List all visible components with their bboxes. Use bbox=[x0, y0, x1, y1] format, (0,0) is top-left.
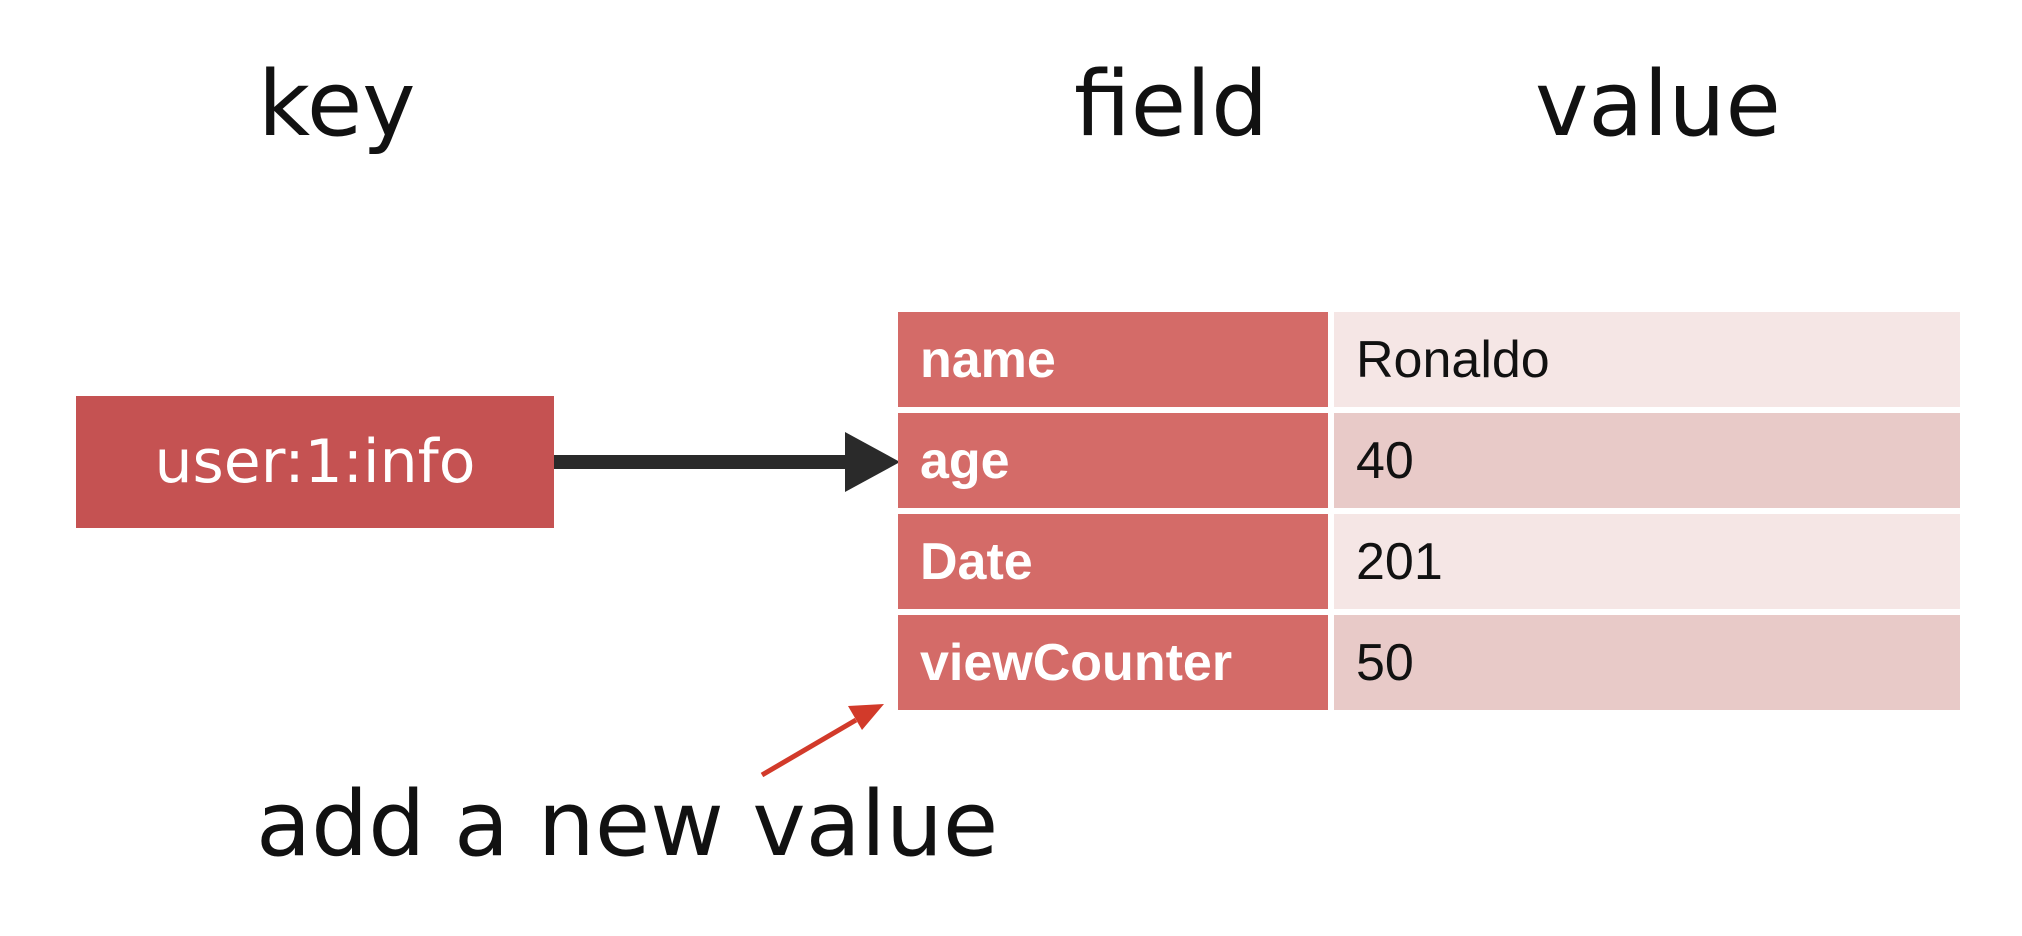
field-cell: viewCounter bbox=[898, 615, 1328, 710]
value-heading: value bbox=[1535, 52, 1781, 157]
hash-row-name: name Ronaldo bbox=[898, 312, 1960, 407]
hash-row-date: Date 201 bbox=[898, 514, 1960, 609]
value-cell: 201 bbox=[1334, 514, 1960, 609]
hash-row-viewcounter: viewCounter 50 bbox=[898, 615, 1960, 710]
field-cell: age bbox=[898, 413, 1328, 508]
field-heading: field bbox=[1074, 52, 1269, 157]
hash-table: name Ronaldo age 40 Date 201 viewCounter… bbox=[898, 312, 1960, 710]
value-cell: 40 bbox=[1334, 413, 1960, 508]
add-new-value-caption: add a new value bbox=[256, 772, 999, 877]
key-label: user:1:info bbox=[154, 427, 476, 497]
key-box: user:1:info bbox=[76, 396, 554, 528]
annotation-arrow bbox=[760, 717, 858, 778]
field-cell: name bbox=[898, 312, 1328, 407]
field-cell: Date bbox=[898, 514, 1328, 609]
key-heading: key bbox=[258, 52, 416, 157]
value-cell: 50 bbox=[1334, 615, 1960, 710]
annotation-arrowhead bbox=[848, 704, 884, 730]
key-to-hash-arrowhead bbox=[845, 432, 900, 492]
hash-row-age: age 40 bbox=[898, 413, 1960, 508]
value-cell: Ronaldo bbox=[1334, 312, 1960, 407]
